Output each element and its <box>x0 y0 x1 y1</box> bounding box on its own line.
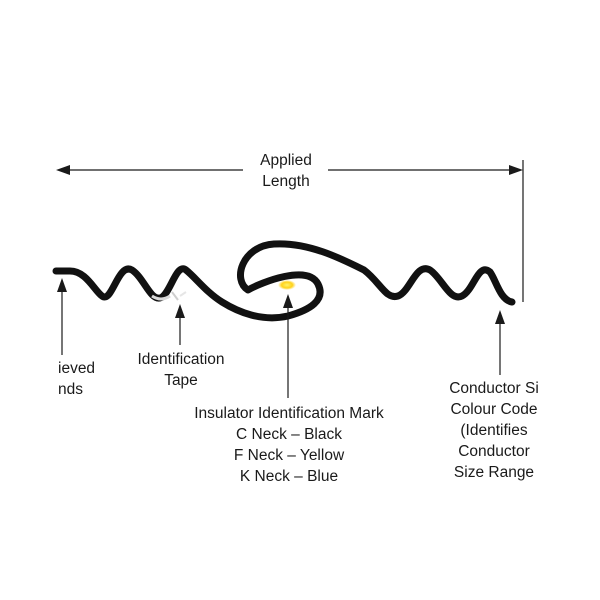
insulator-mark-label: Insulator Identification Mark C Neck – B… <box>176 403 402 487</box>
identification-tape <box>151 291 187 301</box>
identification-tape-label: Identification Tape <box>128 349 234 391</box>
applied-length-line2: Length <box>262 173 310 190</box>
applied-length-label: Applied Length <box>248 150 324 192</box>
identification-tape-line2: Tape <box>164 372 198 389</box>
helical-rod <box>52 240 516 322</box>
arrowhead-right <box>509 165 523 175</box>
conductor-code-line5: Size Range <box>453 464 535 481</box>
conductor-code-line1: Conductor Si <box>449 380 539 397</box>
leader-conductor-code-arrowhead <box>495 310 505 324</box>
conductor-code-line3: (Identifies <box>460 422 528 439</box>
left-partial-line2: nds <box>58 381 83 398</box>
insulator-mark-line1: Insulator Identification Mark <box>194 405 384 422</box>
leader-left-arrowhead <box>57 278 67 292</box>
leader-insulator-mark-arrowhead <box>283 294 293 308</box>
left-partial-label: ieved nds <box>58 358 95 400</box>
conductor-code-line2: Colour Code <box>450 401 538 418</box>
left-partial-line1: ieved <box>58 360 96 377</box>
arrowhead-left <box>56 165 70 175</box>
armor-rod <box>52 240 522 322</box>
insulator-mark-line2: C Neck – Black <box>236 426 342 443</box>
conductor-code-label: Conductor Si Colour Code (Identifies Con… <box>430 378 542 483</box>
conductor-code-line4: Conductor <box>458 443 530 460</box>
conductor-code-label-clip: Conductor Si Colour Code (Identifies Con… <box>430 378 542 488</box>
insulator-identification-mark <box>278 280 296 290</box>
insulator-mark-line4: K Neck – Blue <box>239 468 339 485</box>
applied-length-line1: Applied <box>260 152 312 169</box>
leader-tape-arrowhead <box>175 304 185 318</box>
identification-tape-line1: Identification <box>137 351 225 368</box>
applied-length-dimension <box>56 160 524 302</box>
insulator-mark-line3: F Neck – Yellow <box>233 447 345 464</box>
leader-arrows <box>57 278 505 398</box>
